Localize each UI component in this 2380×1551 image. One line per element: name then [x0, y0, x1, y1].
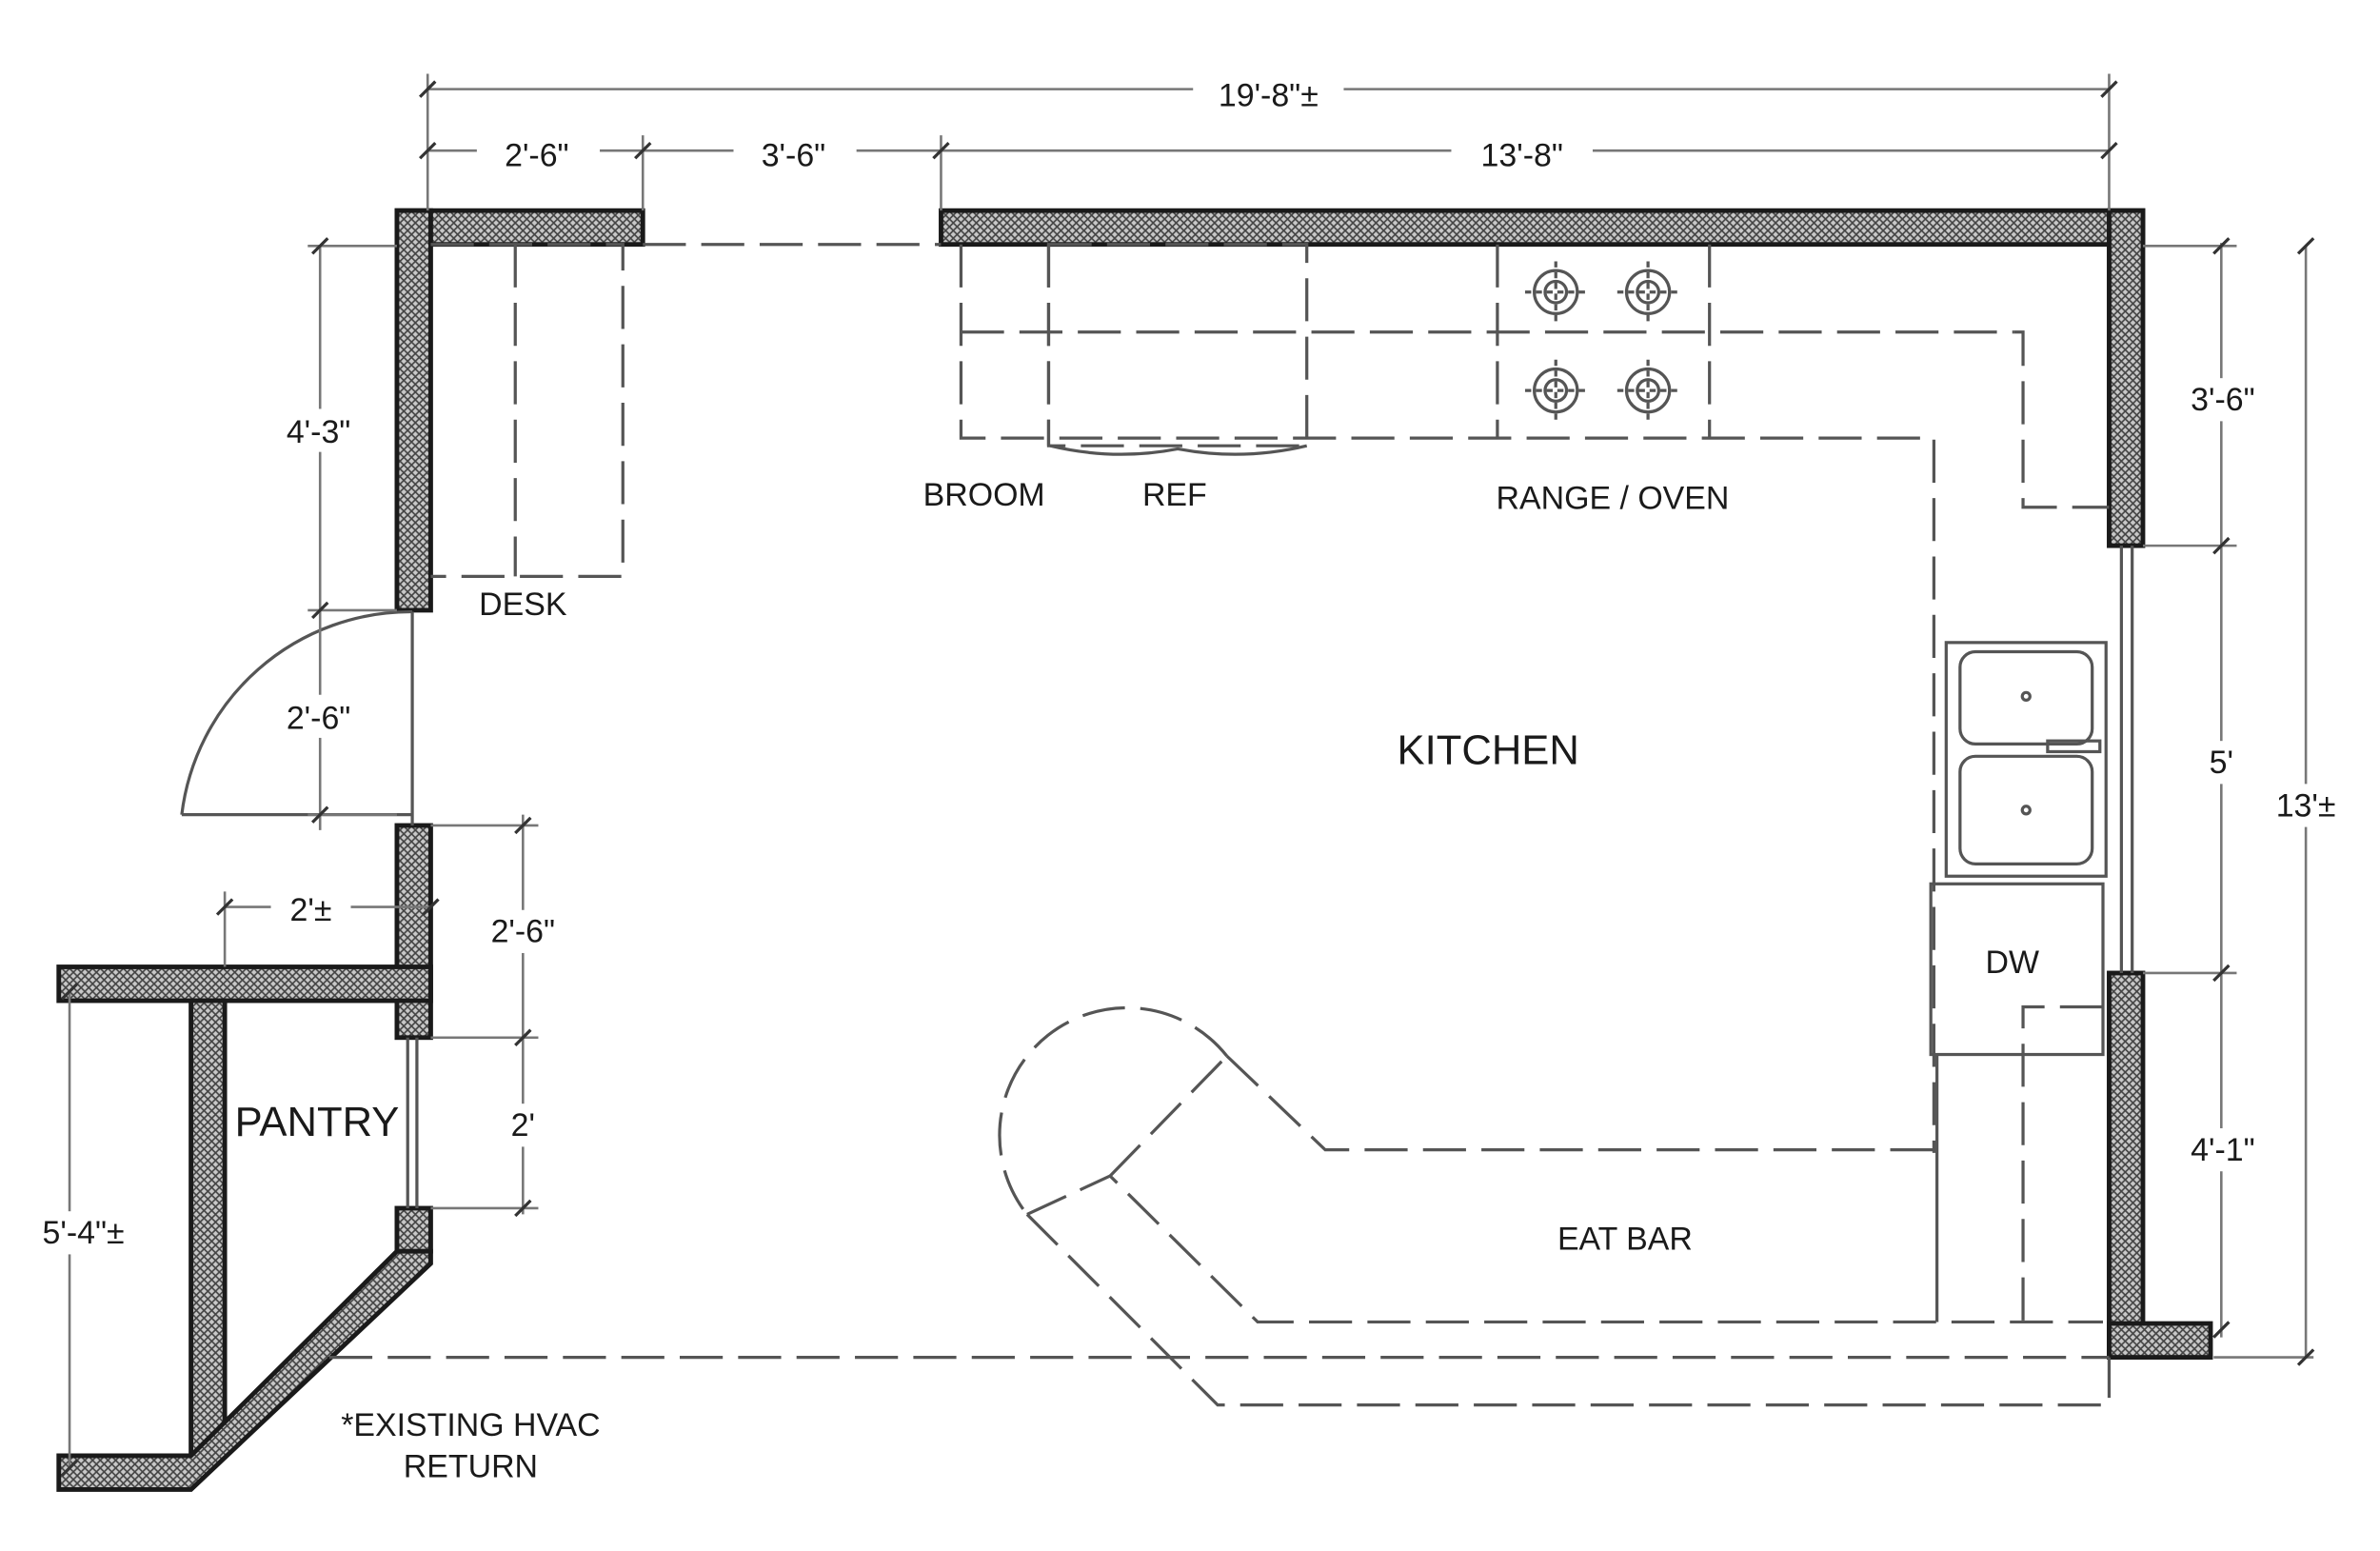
left-wall-upper [394, 208, 433, 613]
dim-top-right: 13'-8" [1481, 137, 1563, 173]
dim-left-upper: 4'-3" [287, 414, 350, 450]
dim-pantry-door: 2' [511, 1107, 535, 1143]
label-eat-bar: EAT BAR [1557, 1222, 1693, 1258]
entry-door-swing [180, 609, 413, 815]
dishwasher [1929, 882, 2105, 1057]
label-dw: DW [1986, 945, 2039, 981]
right-wall-lower [2107, 970, 2146, 1360]
dim-pantry-depth: 2'± [290, 892, 332, 928]
dim-pantry-height: 5'-4"± [43, 1215, 125, 1251]
eat-bar-joint-a [1108, 1055, 1228, 1178]
dim-left-door: 2'-6" [287, 700, 350, 736]
pantry-top-wall [56, 964, 433, 1004]
fixture-labels: DESK BROOM REF RANGE / OVEN DW EAT BAR [479, 477, 2039, 1257]
label-range-oven: RANGE / OVEN [1497, 480, 1730, 516]
dim-right-lower: 4'-1" [2191, 1132, 2254, 1168]
label-desk: DESK [479, 587, 567, 623]
eat-bar-outer [1026, 1174, 2103, 1324]
note-hvac-line2: RETURN [404, 1449, 538, 1485]
eat-bar-round-end [998, 1005, 1229, 1216]
refrigerator [1046, 243, 1309, 447]
dim-right-upper: 3'-6" [2191, 382, 2254, 418]
burner-icon [1524, 261, 1587, 324]
room-label-pantry: PANTRY [235, 1100, 400, 1145]
top-wall-left [394, 208, 645, 248]
bottom-right-cabinet [2021, 1004, 2103, 1322]
eat-bar-overhang [1025, 1213, 2112, 1407]
cabinets [180, 243, 2134, 1407]
room-labels: KITCHEN PANTRY [235, 727, 1579, 1145]
base-cabinet-front-lower [959, 244, 1936, 1153]
ref-door-swing [1049, 444, 1308, 456]
left-wall-middle [394, 823, 433, 1041]
dim-top-left: 2'-6" [505, 137, 568, 173]
label-ref: REF [1142, 477, 1207, 513]
desk-outline [430, 243, 625, 579]
burner-icon [1524, 359, 1587, 422]
walls [56, 208, 2213, 1492]
dim-top-middle: 3'-6" [762, 137, 825, 173]
burner-icon [1616, 261, 1679, 324]
pantry-bottom-wall [56, 1248, 433, 1492]
pantry-left-wall [188, 998, 228, 1459]
room-label-kitchen: KITCHEN [1398, 727, 1579, 773]
dimension-labels: 19'-8"± 2'-6" 3'-6" 13'-8" 4'-3" 2'-6" 2… [25, 68, 2350, 1255]
top-wall-right [939, 208, 2146, 248]
dim-overall-width: 19'-8"± [1219, 77, 1319, 113]
bottom-right-return [2107, 1321, 2213, 1360]
burner-icon [1616, 359, 1679, 422]
dim-right-window: 5' [2210, 745, 2233, 781]
corner-cabinet [2013, 330, 2110, 509]
left-wall-lower [394, 1205, 433, 1254]
double-sink [1944, 641, 2108, 878]
note-hvac-line1: *EXISTING HVAC [341, 1407, 600, 1443]
dim-left-wall-segment: 2'-6" [491, 914, 555, 950]
notes: *EXISTING HVAC RETURN [341, 1407, 600, 1485]
right-wall-upper [2107, 208, 2146, 548]
burner-icons [1524, 261, 1679, 422]
label-broom: BROOM [923, 477, 1045, 513]
dim-overall-height: 13'± [2276, 787, 2336, 824]
eat-bar-inner [1225, 1054, 1934, 1152]
